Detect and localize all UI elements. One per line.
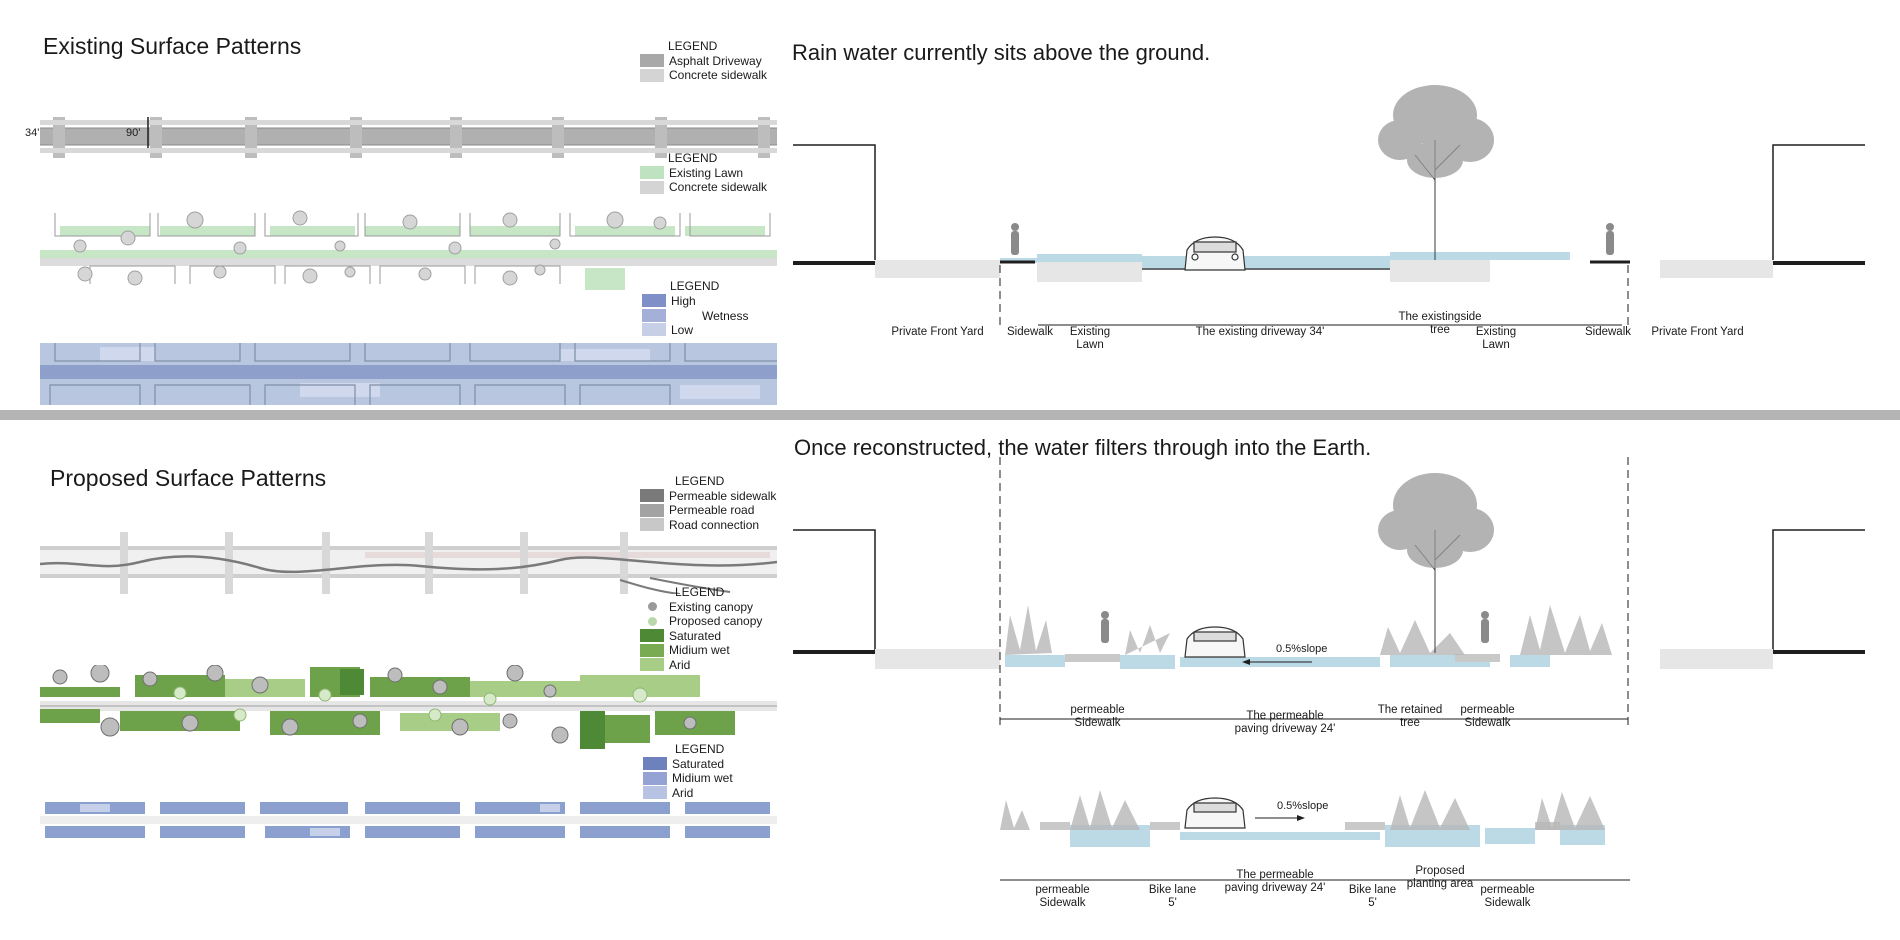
section-label: Existing Lawn	[1475, 326, 1517, 351]
legend-wetness: LEGEND High Low	[642, 279, 719, 337]
legend-item: Road connection	[640, 518, 776, 533]
legend-item: Arid	[640, 658, 762, 673]
section-label: permeable Sidewalk	[1035, 884, 1090, 909]
legend-item: Arid	[643, 786, 733, 801]
section-label: The existing driveway 34'	[1195, 326, 1325, 338]
legend-permeable: LEGEND Permeable sidewalk Permeable road…	[640, 474, 776, 532]
proposed-section-2	[1000, 790, 1630, 881]
section-divider	[0, 410, 1900, 420]
proposed-paving-plan	[40, 532, 777, 594]
section-label: permeable Sidewalk	[1460, 704, 1515, 729]
existing-lawn-plan	[40, 210, 777, 290]
section-label: The permeable paving driveway 24'	[1234, 710, 1336, 735]
proposed-heading: Once reconstructed, the water filters th…	[794, 435, 1372, 460]
slope-label: 0.5%slope	[1277, 800, 1329, 812]
legend-title: LEGEND	[670, 279, 720, 293]
section-label: Private Front Yard	[891, 326, 984, 338]
legend-title: LEGEND	[668, 39, 718, 53]
section-label: Bike lane 5'	[1348, 884, 1397, 909]
section-label: Existing Lawn	[1069, 326, 1111, 351]
legend-item: Saturated	[643, 757, 733, 772]
legend-item: High	[642, 294, 719, 309]
legend-proposed-wetness: LEGEND Saturated Midium wet Arid	[643, 742, 733, 800]
slope-label: 0.5%slope	[1276, 643, 1328, 655]
legend-item: Existing Lawn	[640, 166, 767, 181]
section-label: permeable Sidewalk	[1070, 704, 1125, 729]
legend-title: LEGEND	[675, 742, 725, 756]
legend-lawn: LEGEND Existing Lawn Concrete sidewalk	[640, 151, 767, 195]
section-label: Bike lane 5'	[1148, 884, 1197, 909]
legend-item: Concrete sidewalk	[640, 68, 767, 83]
section-label: Sidewalk	[1584, 326, 1632, 338]
section-label: The existingside tree	[1398, 311, 1482, 336]
existing-section	[793, 85, 1865, 326]
dimension-left: 34'	[25, 127, 40, 139]
proposed-canopy-plan	[40, 665, 777, 749]
legend-title: LEGEND	[675, 474, 725, 488]
section-label: The permeable paving driveway 24'	[1224, 869, 1326, 894]
section-label: Proposed planting area	[1406, 865, 1474, 890]
legend-item: Existing canopy	[640, 600, 762, 615]
legend-title: LEGEND	[668, 151, 718, 165]
legend-title: LEGEND	[675, 585, 725, 599]
legend-item: Midium wet	[643, 771, 733, 786]
section-label: Sidewalk	[1006, 326, 1054, 338]
existing-heading: Rain water currently sits above the grou…	[792, 40, 1211, 65]
proposed-wetness-plan	[40, 802, 777, 838]
legend-item: Asphalt Driveway	[640, 54, 767, 69]
wetness-label: Wetness	[702, 309, 749, 323]
existing-title: Existing Surface Patterns	[43, 33, 302, 59]
legend-item	[642, 308, 719, 323]
proposed-title: Proposed Surface Patterns	[50, 465, 327, 491]
section-label: permeable Sidewalk	[1480, 884, 1535, 909]
legend-item: Saturated	[640, 629, 762, 644]
legend-item: Permeable road	[640, 503, 776, 518]
dimension-right: 90'	[126, 127, 141, 139]
legend-item: Concrete sidewalk	[640, 180, 767, 195]
section-label: The retained tree	[1377, 704, 1443, 729]
existing-paving-plan	[40, 117, 777, 158]
legend-canopy: LEGEND Existing canopy Proposed canopy S…	[640, 585, 762, 672]
legend-item: Low	[642, 323, 719, 338]
legend-item: Midium wet	[640, 643, 762, 658]
proposed-section-1	[793, 455, 1865, 725]
section-label: Private Front Yard	[1651, 326, 1744, 338]
legend-item: Permeable sidewalk	[640, 489, 776, 504]
legend-item: Proposed canopy	[640, 614, 762, 629]
existing-wetness-plan	[40, 343, 777, 405]
legend-surface: LEGEND Asphalt Driveway Concrete sidewal…	[640, 39, 767, 83]
